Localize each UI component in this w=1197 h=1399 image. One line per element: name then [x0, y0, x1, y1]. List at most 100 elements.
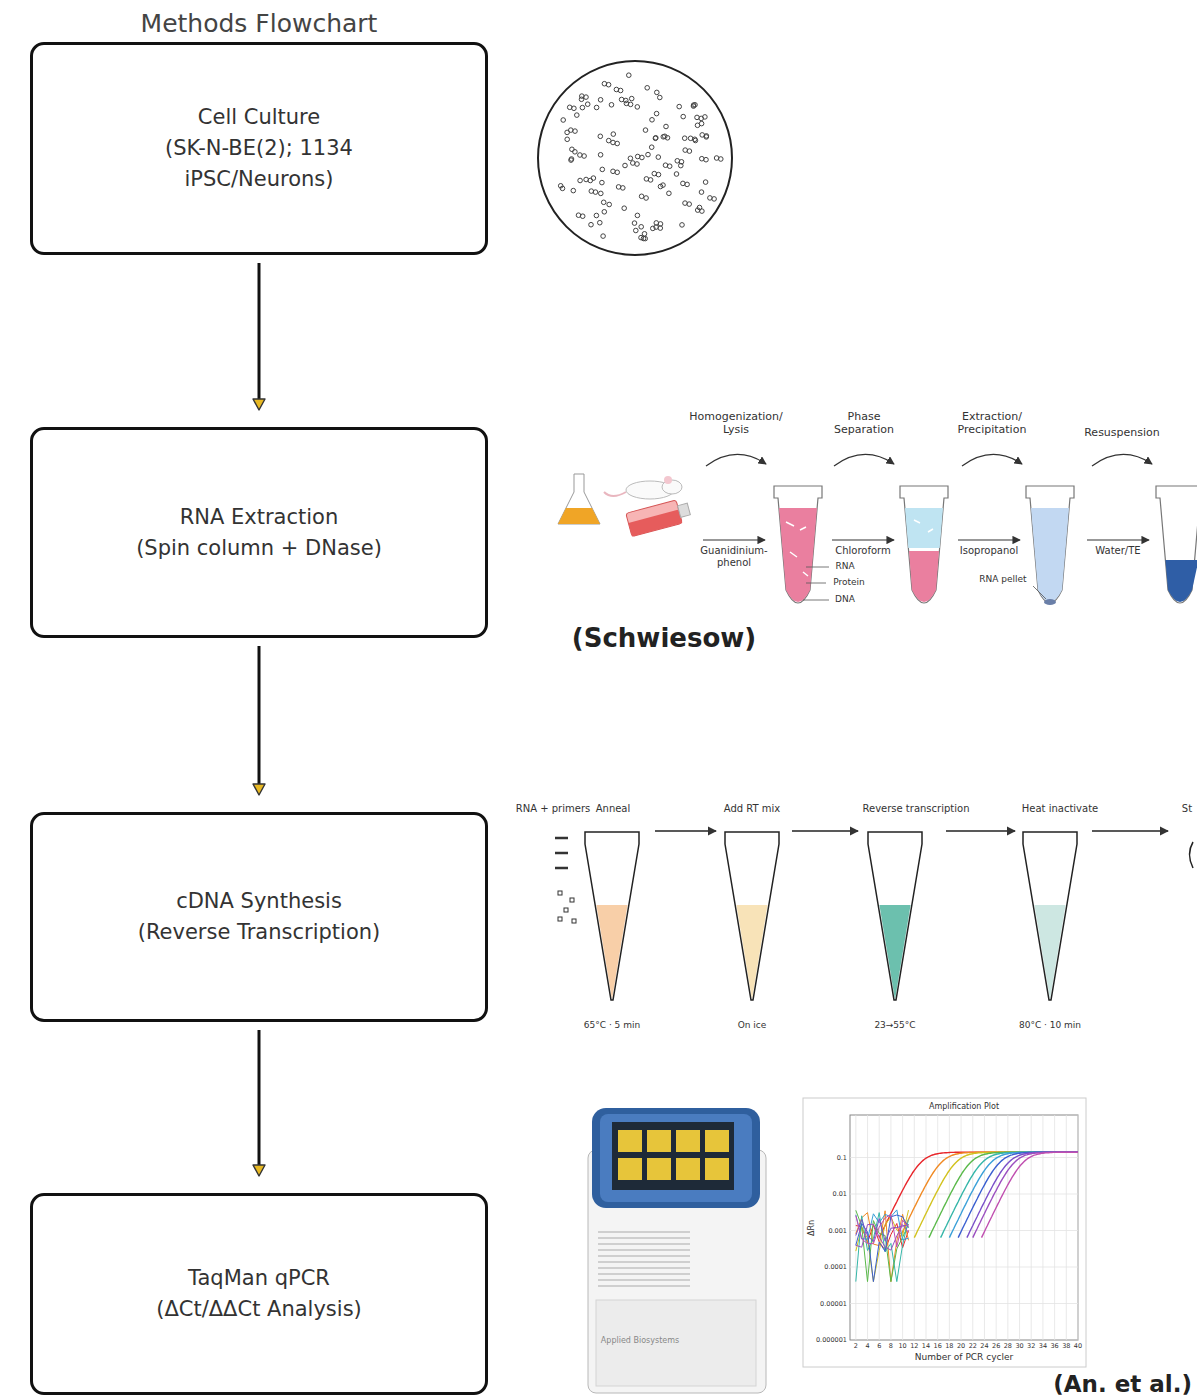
mouse-icon-part [604, 492, 626, 496]
cell-dot [575, 113, 580, 118]
cell-dot [628, 102, 633, 107]
cell-dot [611, 132, 616, 137]
step-title: cDNA Synthesis [176, 886, 342, 917]
baseline-noise [856, 1210, 909, 1282]
baseline-noise [856, 1211, 909, 1282]
axis-tick: 34 [1036, 1342, 1050, 1350]
extraction-illustration [558, 454, 1197, 605]
cell-dot [655, 90, 660, 95]
cell-dot [648, 178, 653, 183]
cell-dot [650, 118, 655, 123]
qpcr-machine-part [600, 1114, 752, 1202]
axis-tick: 32 [1024, 1342, 1038, 1350]
step-arrow-part [792, 830, 858, 831]
arrowhead [253, 784, 265, 795]
cell-dot [572, 106, 577, 111]
flow-arrow [253, 646, 265, 795]
conical-tube-part [725, 832, 779, 1000]
axis-tick: 0.0001 [811, 1263, 847, 1271]
baseline-noise [856, 1213, 909, 1282]
cell-dot [579, 97, 584, 102]
cell-dot [691, 104, 696, 109]
step-title: RNA Extraction [180, 502, 339, 533]
cell-dot [665, 136, 670, 141]
reagent-label: Isopropanol [954, 545, 1024, 557]
cell-dot [667, 191, 672, 196]
primer-symbols-part [558, 917, 562, 921]
conical-tube [1023, 832, 1077, 1000]
cell-dot [573, 150, 578, 155]
culture-flask-icon-part [678, 503, 691, 517]
cell-dot [593, 190, 598, 195]
cell-dot [640, 155, 645, 160]
cell-dot [561, 118, 566, 123]
cell-dot [682, 136, 687, 141]
step-detail: (Reverse Transcription) [138, 917, 381, 948]
grid-line [926, 1115, 927, 1340]
cell-dot [667, 164, 672, 169]
cell-dot [591, 176, 596, 181]
step-label: St [1180, 803, 1194, 815]
amplification-curve [982, 1152, 1079, 1237]
cell-dot [644, 196, 649, 201]
primer-symbols-part [564, 908, 568, 912]
cell-dot [639, 225, 644, 230]
amplification-curve [941, 1152, 1078, 1237]
cell-dot [703, 180, 708, 185]
tube-3-part [1031, 508, 1069, 602]
cell-dot [654, 136, 659, 141]
grid-line [1042, 1115, 1043, 1340]
step-label: RNA + primers [513, 803, 593, 815]
cell-dot [629, 96, 634, 101]
cell-dot [573, 129, 578, 134]
cell-dot [643, 128, 648, 133]
cell-dot [704, 134, 709, 139]
cell-dot [635, 213, 640, 218]
mouse-icon [604, 476, 682, 499]
cell-dot [585, 102, 590, 107]
cell-dot [602, 210, 607, 215]
cell-dot [677, 104, 682, 109]
petri-dish [538, 61, 732, 255]
cell-dot [693, 138, 698, 143]
flask-icon-part [558, 474, 600, 524]
layer-label: RNA pellet [977, 574, 1029, 585]
arrow-line [258, 1030, 261, 1166]
tube-2-part [905, 508, 943, 548]
cell-dot [639, 194, 644, 199]
cell-dot [643, 236, 648, 241]
conical-tube-part [879, 905, 910, 1000]
amplification-curve [879, 1152, 1078, 1237]
amplification-curve [929, 1152, 1078, 1237]
cell-dot [600, 180, 605, 185]
cell-dot [632, 221, 637, 226]
grid-line [996, 1115, 997, 1340]
step-arrow-part [703, 539, 765, 540]
amplification-plot [803, 1098, 1086, 1367]
amplification-curve [949, 1152, 1078, 1237]
cell-dot [642, 232, 647, 237]
cell-dot [634, 228, 639, 233]
qpcr-machine-part-part [618, 1158, 642, 1180]
axis-tick: 6 [872, 1342, 886, 1350]
cell-dot [622, 206, 627, 211]
tube-1 [774, 486, 829, 603]
qpcr-machine-part-part [676, 1158, 700, 1180]
axis-tick: 0.001 [811, 1227, 847, 1235]
reagent-label: Water/TE [1083, 545, 1153, 557]
cell-dot [565, 137, 570, 142]
axis-tick: 0.01 [811, 1190, 847, 1198]
step-label: Phase Separation [828, 410, 900, 436]
cell-dot [658, 95, 663, 100]
process-box: TaqMan qPCR(ΔCt/ΔΔCt Analysis) [30, 1193, 488, 1395]
cell-dot [601, 200, 606, 205]
axis-title: Number of PCR cycler [884, 1352, 1044, 1363]
step-arrow-part [834, 454, 894, 466]
baseline-noise [856, 1210, 909, 1281]
plot-grid [850, 1115, 1078, 1340]
qpcr-machine-part-part [705, 1130, 729, 1152]
cell-dot [584, 95, 589, 100]
cell-dot [656, 172, 661, 177]
